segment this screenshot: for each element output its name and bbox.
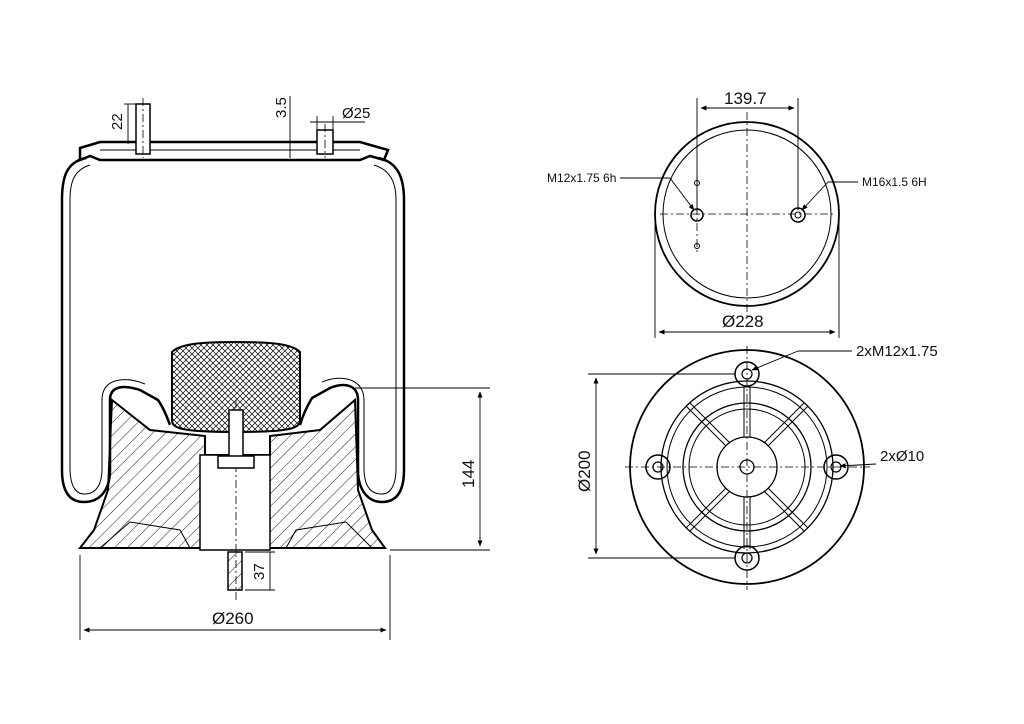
dim-stud-length: 37 bbox=[251, 563, 268, 580]
air-port bbox=[790, 207, 806, 223]
bellows-inner bbox=[69, 164, 397, 495]
dim-base-dia-bottom: Ø200 bbox=[575, 450, 594, 492]
hole-boss-right bbox=[823, 454, 849, 480]
dim-fitting-dia: Ø25 bbox=[342, 105, 370, 122]
dim-stud-height: 22 bbox=[109, 113, 126, 130]
dim-plate-offset: 3.5 bbox=[273, 97, 290, 118]
bottom-bolt bbox=[228, 409, 244, 459]
top-plate bbox=[78, 140, 390, 162]
dim-plate-dia: Ø228 bbox=[722, 312, 764, 331]
hole-boss-left bbox=[645, 454, 671, 480]
piston-bore bbox=[199, 454, 271, 551]
dim-base-dia: Ø260 bbox=[212, 609, 254, 628]
base-ribs bbox=[685, 385, 809, 549]
label-stud-thread: M12x1.75 6h bbox=[547, 171, 616, 185]
label-holes: 2xØ10 bbox=[880, 448, 924, 465]
label-air-thread: M16x1.5 6H bbox=[862, 175, 927, 189]
bottom-stud bbox=[227, 551, 243, 591]
dim-height: 144 bbox=[459, 460, 478, 488]
dim-hole-spacing: 139.7 bbox=[724, 89, 767, 108]
label-threads: 2xM12x1.75 bbox=[856, 343, 938, 360]
side-view: 22 3.5 Ø25 144 37 Ø260 bbox=[60, 96, 490, 640]
bump-stop bbox=[171, 340, 301, 434]
top-view: 139.7 Ø228 M12x1.75 6h M16x1.5 6H bbox=[547, 89, 927, 338]
bellows-outline bbox=[60, 156, 406, 504]
bolt-nut bbox=[217, 455, 255, 469]
bottom-view: 2xM12x1.75 2xØ10 Ø200 bbox=[575, 343, 938, 590]
